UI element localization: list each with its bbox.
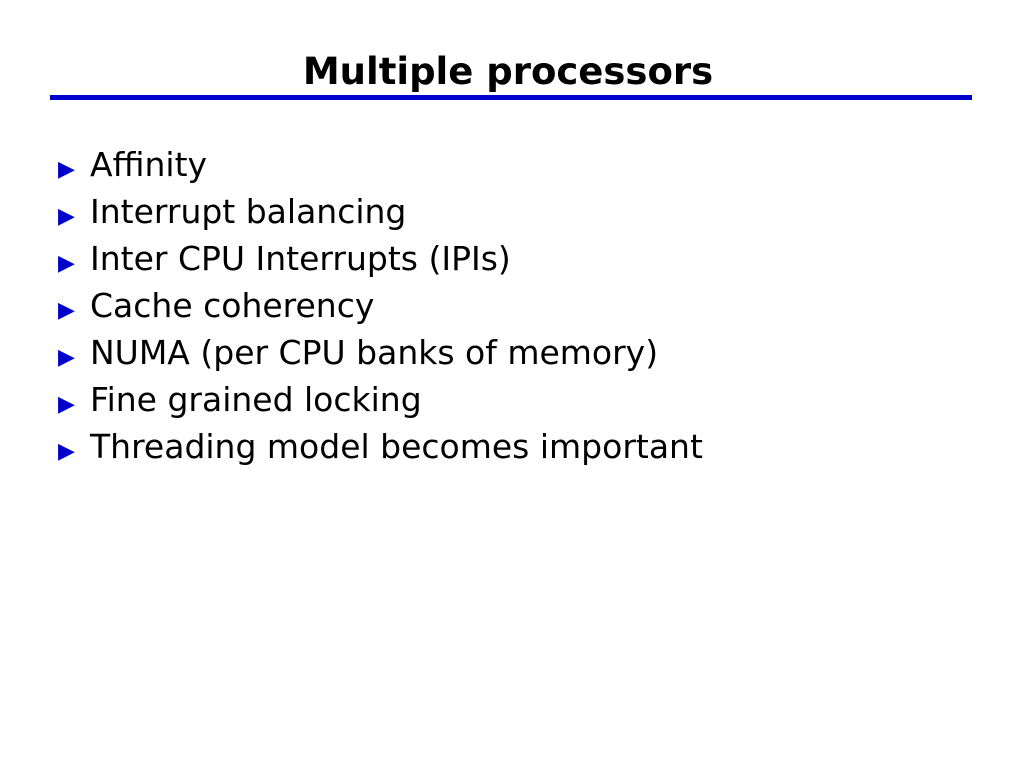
list-item-label: Fine grained locking	[90, 380, 422, 419]
triangle-bullet-icon: ▶	[58, 298, 75, 323]
list-item-label: NUMA (per CPU banks of memory)	[90, 333, 659, 372]
list-item-label: Threading model becomes important	[90, 427, 703, 466]
triangle-bullet-icon: ▶	[58, 251, 75, 276]
triangle-bullet-icon: ▶	[58, 157, 75, 182]
list-item: ▶ NUMA (per CPU banks of memory)	[58, 329, 988, 376]
list-item: ▶ Threading model becomes important	[58, 423, 988, 470]
list-item-label: Cache coherency	[90, 286, 375, 325]
page-title: Multiple processors	[302, 50, 714, 93]
list-item: ▶ Fine grained locking	[58, 376, 988, 423]
list-item: ▶ Inter CPU Interrupts (IPIs)	[58, 235, 988, 282]
list-item: ▶ Interrupt balancing	[58, 188, 988, 235]
triangle-bullet-icon: ▶	[58, 204, 75, 229]
list-item-label: Affinity	[90, 145, 208, 184]
list-item-label: Inter CPU Interrupts (IPIs)	[90, 239, 511, 278]
triangle-bullet-icon: ▶	[58, 439, 75, 464]
title-divider	[50, 95, 972, 100]
triangle-bullet-icon: ▶	[58, 345, 75, 370]
list-item: ▶ Cache coherency	[58, 282, 988, 329]
bullet-list: ▶ Affinity ▶ Interrupt balancing ▶ Inter…	[58, 141, 988, 470]
list-item: ▶ Affinity	[58, 141, 988, 188]
list-item-label: Interrupt balancing	[90, 192, 407, 231]
triangle-bullet-icon: ▶	[58, 392, 75, 417]
